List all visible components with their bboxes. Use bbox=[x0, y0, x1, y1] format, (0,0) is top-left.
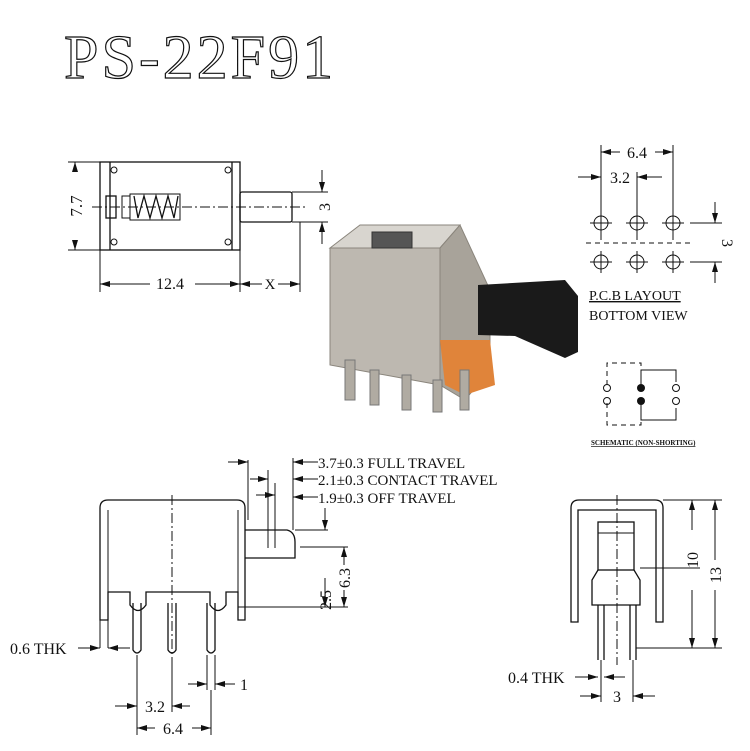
part-number-title: PS-22F91 bbox=[64, 24, 336, 92]
side-dim-outer: 6.4 bbox=[163, 721, 183, 738]
contact-travel-label: 2.1±0.3 CONTACT TRAVEL bbox=[318, 473, 498, 489]
bottom-view-label: BOTTOM VIEW bbox=[589, 309, 688, 324]
end-dim-thk: 0.4 THK bbox=[508, 670, 565, 687]
pcb-dim-row: 3 bbox=[718, 239, 735, 247]
pcb-dim-outer: 6.4 bbox=[627, 145, 647, 162]
end-dim-pitch: 3 bbox=[613, 689, 621, 706]
dim-body-height: 10 bbox=[685, 552, 702, 568]
pcb-layout-label: P.C.B LAYOUT bbox=[589, 289, 681, 304]
pcb-layout: 6.4 3.2 3 P.C.B LAYOUT BOTTOM VIEW bbox=[578, 145, 735, 324]
dim-height: 7.7 bbox=[67, 195, 86, 217]
side-dim-pitch: 3.2 bbox=[145, 699, 165, 716]
off-travel-label: 1.9±0.3 OFF TRAVEL bbox=[318, 491, 456, 507]
dim-plunger-high: 6.3 bbox=[337, 568, 354, 588]
dim-plunger-low: 2.5 bbox=[318, 590, 335, 610]
product-photo bbox=[328, 224, 578, 413]
dim-plunger-x: X bbox=[265, 277, 276, 293]
pcb-dim-pitch: 3.2 bbox=[610, 170, 630, 187]
side-view: 3.7±0.3 FULL TRAVEL 2.1±0.3 CONTACT TRAV… bbox=[10, 456, 498, 738]
schematic-label: SCHEMATIC (NON-SHORTING) bbox=[591, 439, 696, 447]
dim-pin-width: 1 bbox=[240, 677, 248, 694]
full-travel-label: 3.7±0.3 FULL TRAVEL bbox=[318, 456, 465, 472]
dim-total-height: 13 bbox=[708, 567, 725, 583]
top-view: 7.7 3 12.4 X bbox=[67, 161, 334, 293]
dim-width: 12.4 bbox=[156, 276, 184, 293]
end-view: 10 13 0.4 THK 3 bbox=[508, 495, 725, 706]
schematic: SCHEMATIC (NON-SHORTING) bbox=[591, 362, 696, 447]
dim-thk: 0.6 THK bbox=[10, 641, 67, 658]
dim-plunger-height: 3 bbox=[317, 203, 334, 211]
